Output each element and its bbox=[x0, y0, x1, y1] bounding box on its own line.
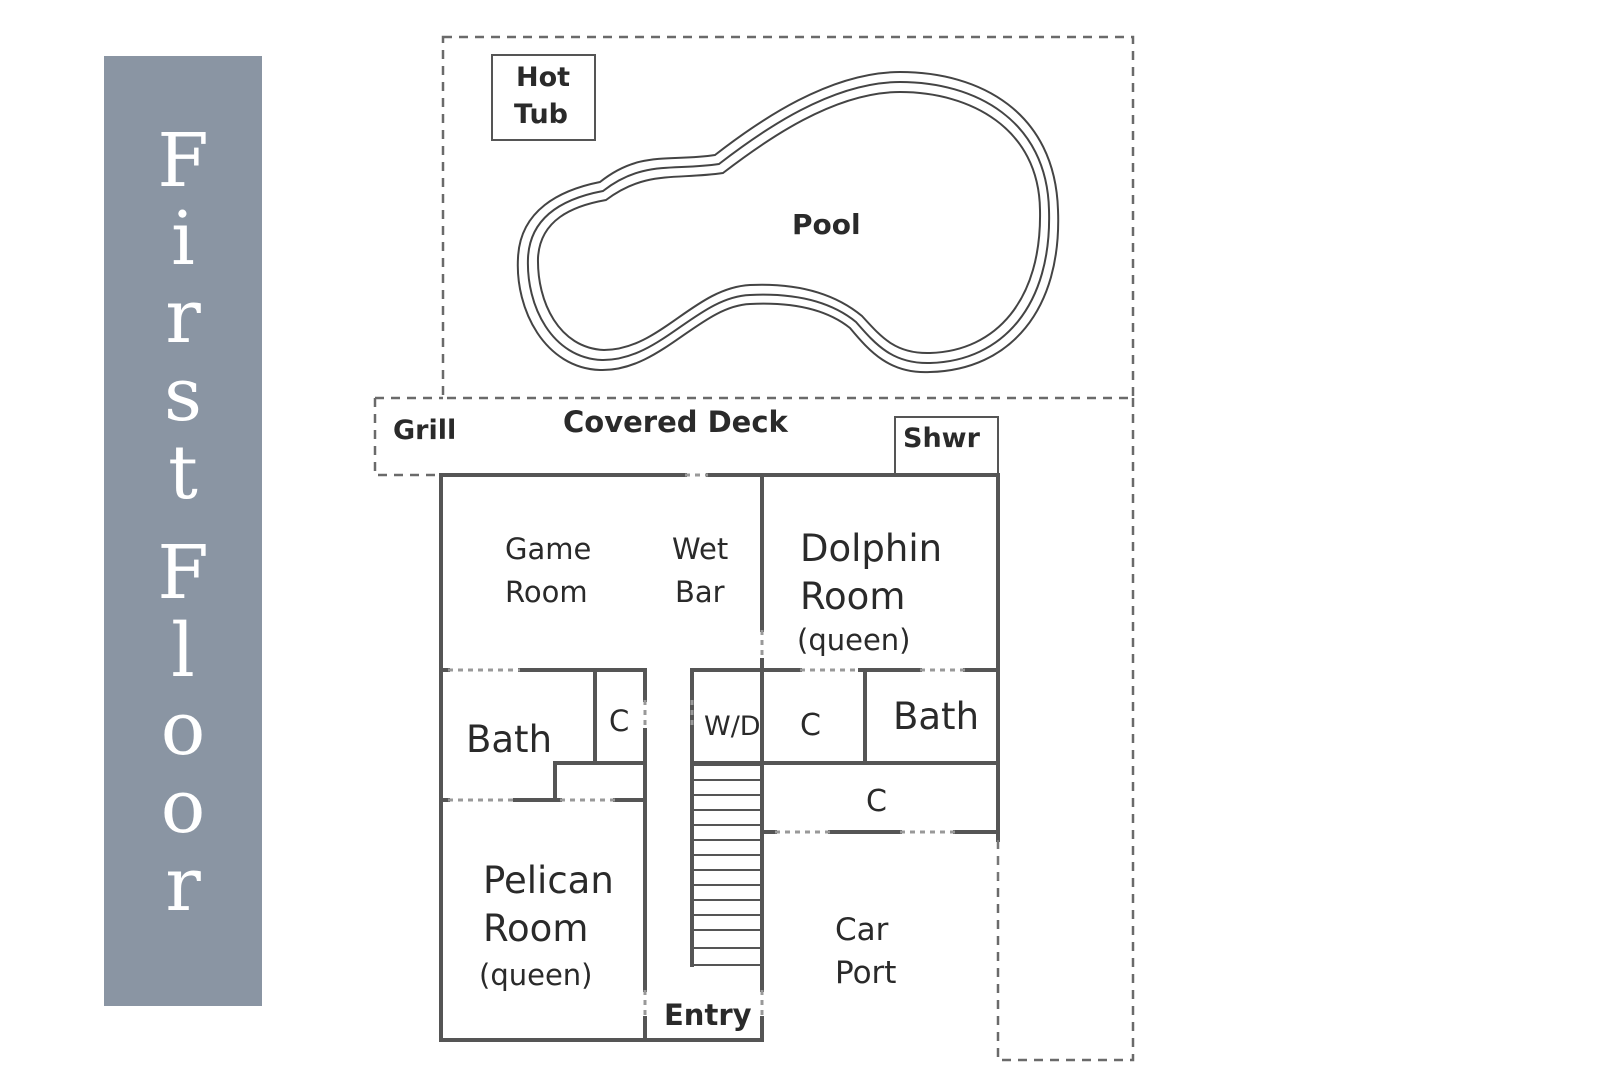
car-port-label-1: Car bbox=[835, 912, 889, 948]
banner-letter: o bbox=[160, 686, 206, 772]
wet-bar-label-2: Bar bbox=[675, 575, 725, 609]
dolphin-room-label-2: Room bbox=[800, 575, 905, 618]
hot-tub-label-1: Hot bbox=[516, 62, 570, 93]
hot-tub bbox=[491, 54, 596, 141]
game-room-label-2: Room bbox=[505, 575, 588, 609]
grill-label: Grill bbox=[393, 415, 456, 446]
banner-letter: l bbox=[171, 608, 195, 694]
game-room-label-1: Game bbox=[505, 532, 591, 566]
bath-right-label: Bath bbox=[893, 695, 979, 738]
pelican-room-label-1: Pelican bbox=[483, 859, 614, 902]
pool-label: Pool bbox=[792, 208, 861, 241]
banner-letter: t bbox=[168, 430, 198, 516]
banner-letter: r bbox=[165, 842, 201, 928]
house-walls bbox=[439, 473, 1000, 1042]
closet-left-label: C bbox=[609, 704, 629, 738]
covered-deck-label: Covered Deck bbox=[563, 405, 789, 439]
dolphin-room-label-1: Dolphin bbox=[800, 527, 942, 570]
banner-letter: F bbox=[157, 118, 209, 204]
car-port-label-2: Port bbox=[835, 955, 896, 991]
shower-label: Shwr bbox=[903, 423, 981, 454]
hot-tub-label-2: Tub bbox=[514, 99, 568, 130]
pelican-room-label-3: (queen) bbox=[479, 958, 592, 992]
pelican-room-label-2: Room bbox=[483, 907, 588, 950]
closet-hall-label: C bbox=[866, 784, 887, 819]
dolphin-room-label-3: (queen) bbox=[797, 623, 910, 657]
closet-center-label: C bbox=[800, 708, 821, 743]
washer-dryer-label: W/D bbox=[704, 711, 761, 742]
banner-letter: s bbox=[164, 352, 202, 438]
entry-label: Entry bbox=[664, 998, 752, 1032]
stairs bbox=[692, 764, 760, 966]
pool-outline bbox=[516, 70, 1060, 374]
doorways bbox=[448, 473, 965, 1018]
banner-letter: i bbox=[171, 196, 195, 282]
wet-bar-label-1: Wet bbox=[672, 532, 728, 566]
banner-letter: r bbox=[165, 274, 201, 360]
bath-left-label: Bath bbox=[466, 718, 552, 761]
pool-area-boundary bbox=[373, 35, 1135, 1062]
banner-letter: F bbox=[157, 530, 209, 616]
banner-letter: o bbox=[160, 764, 206, 850]
